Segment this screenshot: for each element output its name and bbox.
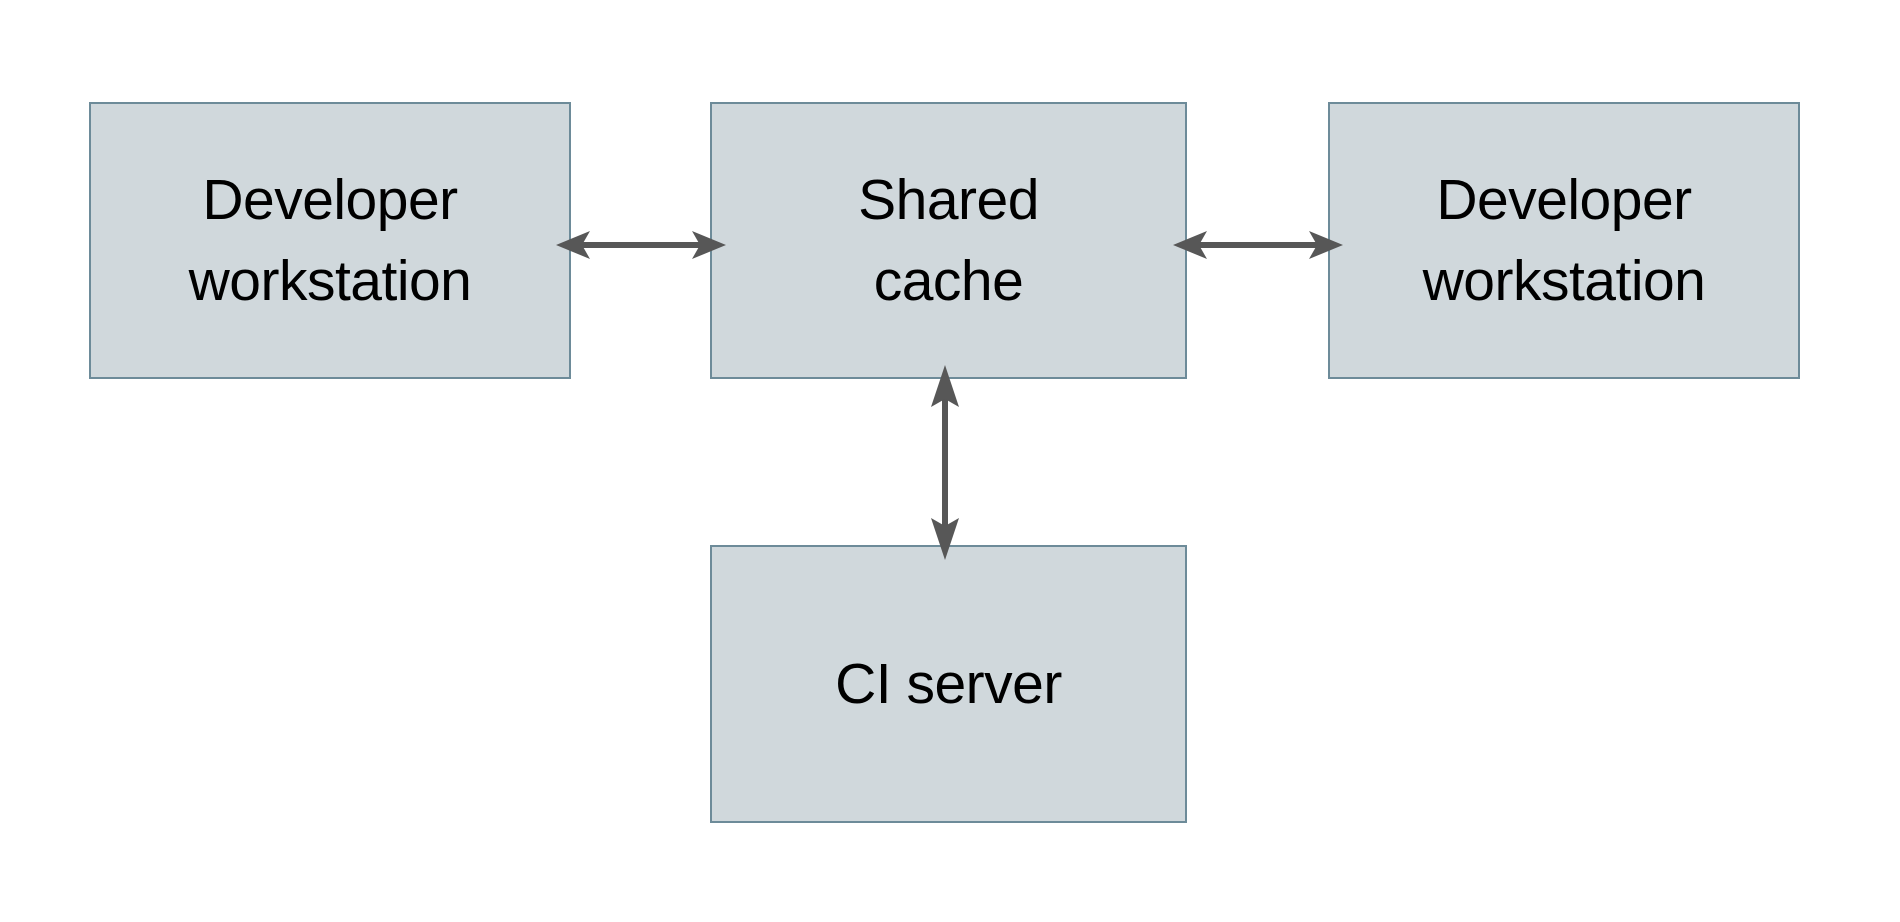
- node-shared-cache[interactable]: Shared cache: [710, 102, 1187, 379]
- node-label-shared-cache: Shared cache: [858, 167, 1039, 313]
- edge-developer-left-to-shared-cache: [556, 231, 726, 259]
- bidirectional-arrow-icon: [931, 365, 959, 560]
- node-developer-workstation-left[interactable]: Developer workstation: [89, 102, 571, 379]
- edge-shared-cache-to-ci-server: [931, 365, 959, 560]
- node-label-developer-workstation-right: Developer workstation: [1422, 167, 1706, 313]
- node-ci-server[interactable]: CI server: [710, 545, 1187, 823]
- bidirectional-arrow-icon: [556, 231, 726, 259]
- node-label-ci-server: CI server: [835, 651, 1062, 716]
- node-label-developer-workstation-left: Developer workstation: [188, 167, 472, 313]
- bidirectional-arrow-icon: [1173, 231, 1343, 259]
- node-developer-workstation-right[interactable]: Developer workstation: [1328, 102, 1800, 379]
- edge-shared-cache-to-developer-right: [1173, 231, 1343, 259]
